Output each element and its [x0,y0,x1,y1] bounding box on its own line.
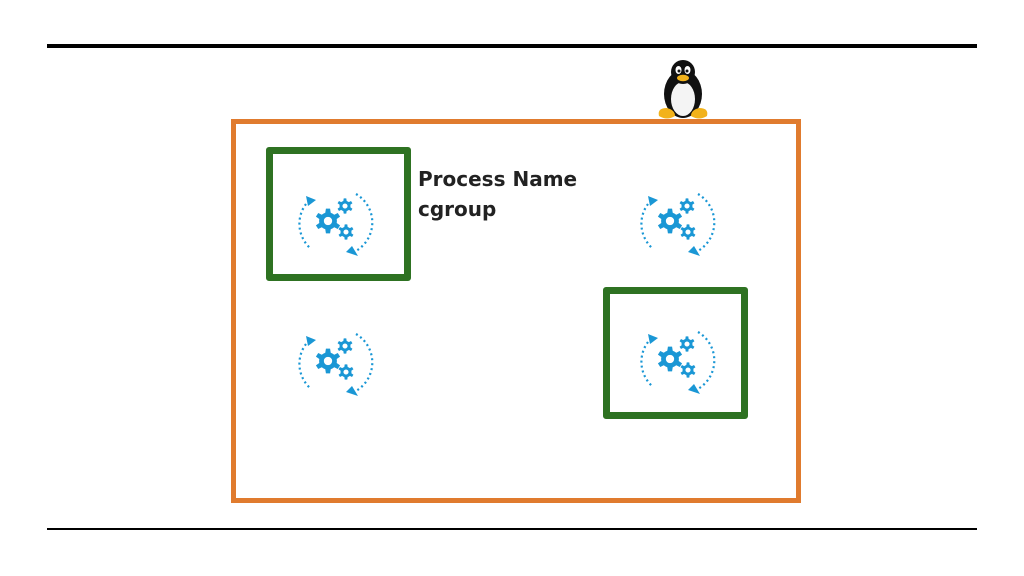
process-gears-icon [618,166,728,276]
bottom-rule [47,528,977,530]
process-label: Process Name cgroup [418,164,577,224]
process-gears-icon [276,166,386,276]
linux-tux-icon [653,58,713,122]
process-gears-icon [618,304,728,414]
cgroup-text: cgroup [418,197,497,221]
process-name-text: Process Name [418,167,578,191]
top-rule [47,44,977,48]
process-gears-icon [276,306,386,416]
linux-host-box [231,119,801,503]
cgroup-box-2 [603,287,748,419]
cgroup-box-1 [266,147,411,281]
